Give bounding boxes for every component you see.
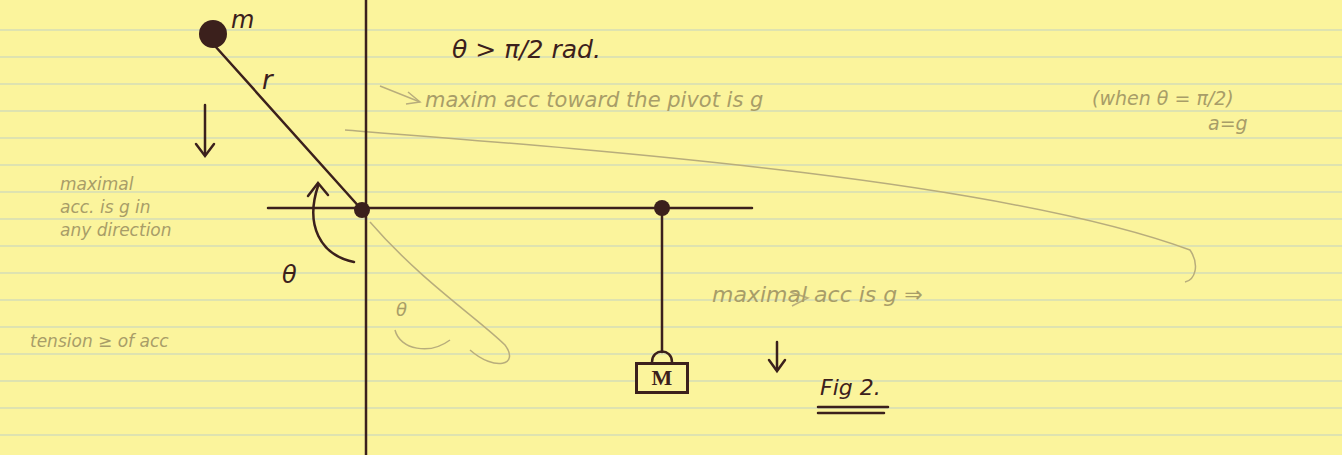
annotation: maximal: [60, 175, 133, 195]
annotation: θ: [396, 300, 407, 321]
mass-label: M: [648, 365, 676, 391]
hanging-mass-box: M: [635, 362, 689, 394]
annotation: acc. is g in: [60, 198, 151, 218]
point-mass: m: [198, 18, 258, 50]
annotation: any direction: [60, 221, 172, 241]
annotation: a=g: [1208, 113, 1248, 135]
annotation: (when θ = π/2): [1092, 88, 1234, 110]
annotation: θ: [282, 262, 297, 290]
annotation: θ > π/2 rad.: [452, 36, 601, 65]
annotation: Fig 2.: [820, 375, 881, 400]
annotation: r: [262, 66, 273, 96]
annotation: tension ≥ of acc: [30, 332, 169, 352]
annotation: maximal acc is g ⇒: [712, 282, 923, 307]
annotation: maxim acc toward the pivot is g: [425, 88, 763, 112]
mass-label: m: [231, 6, 254, 34]
